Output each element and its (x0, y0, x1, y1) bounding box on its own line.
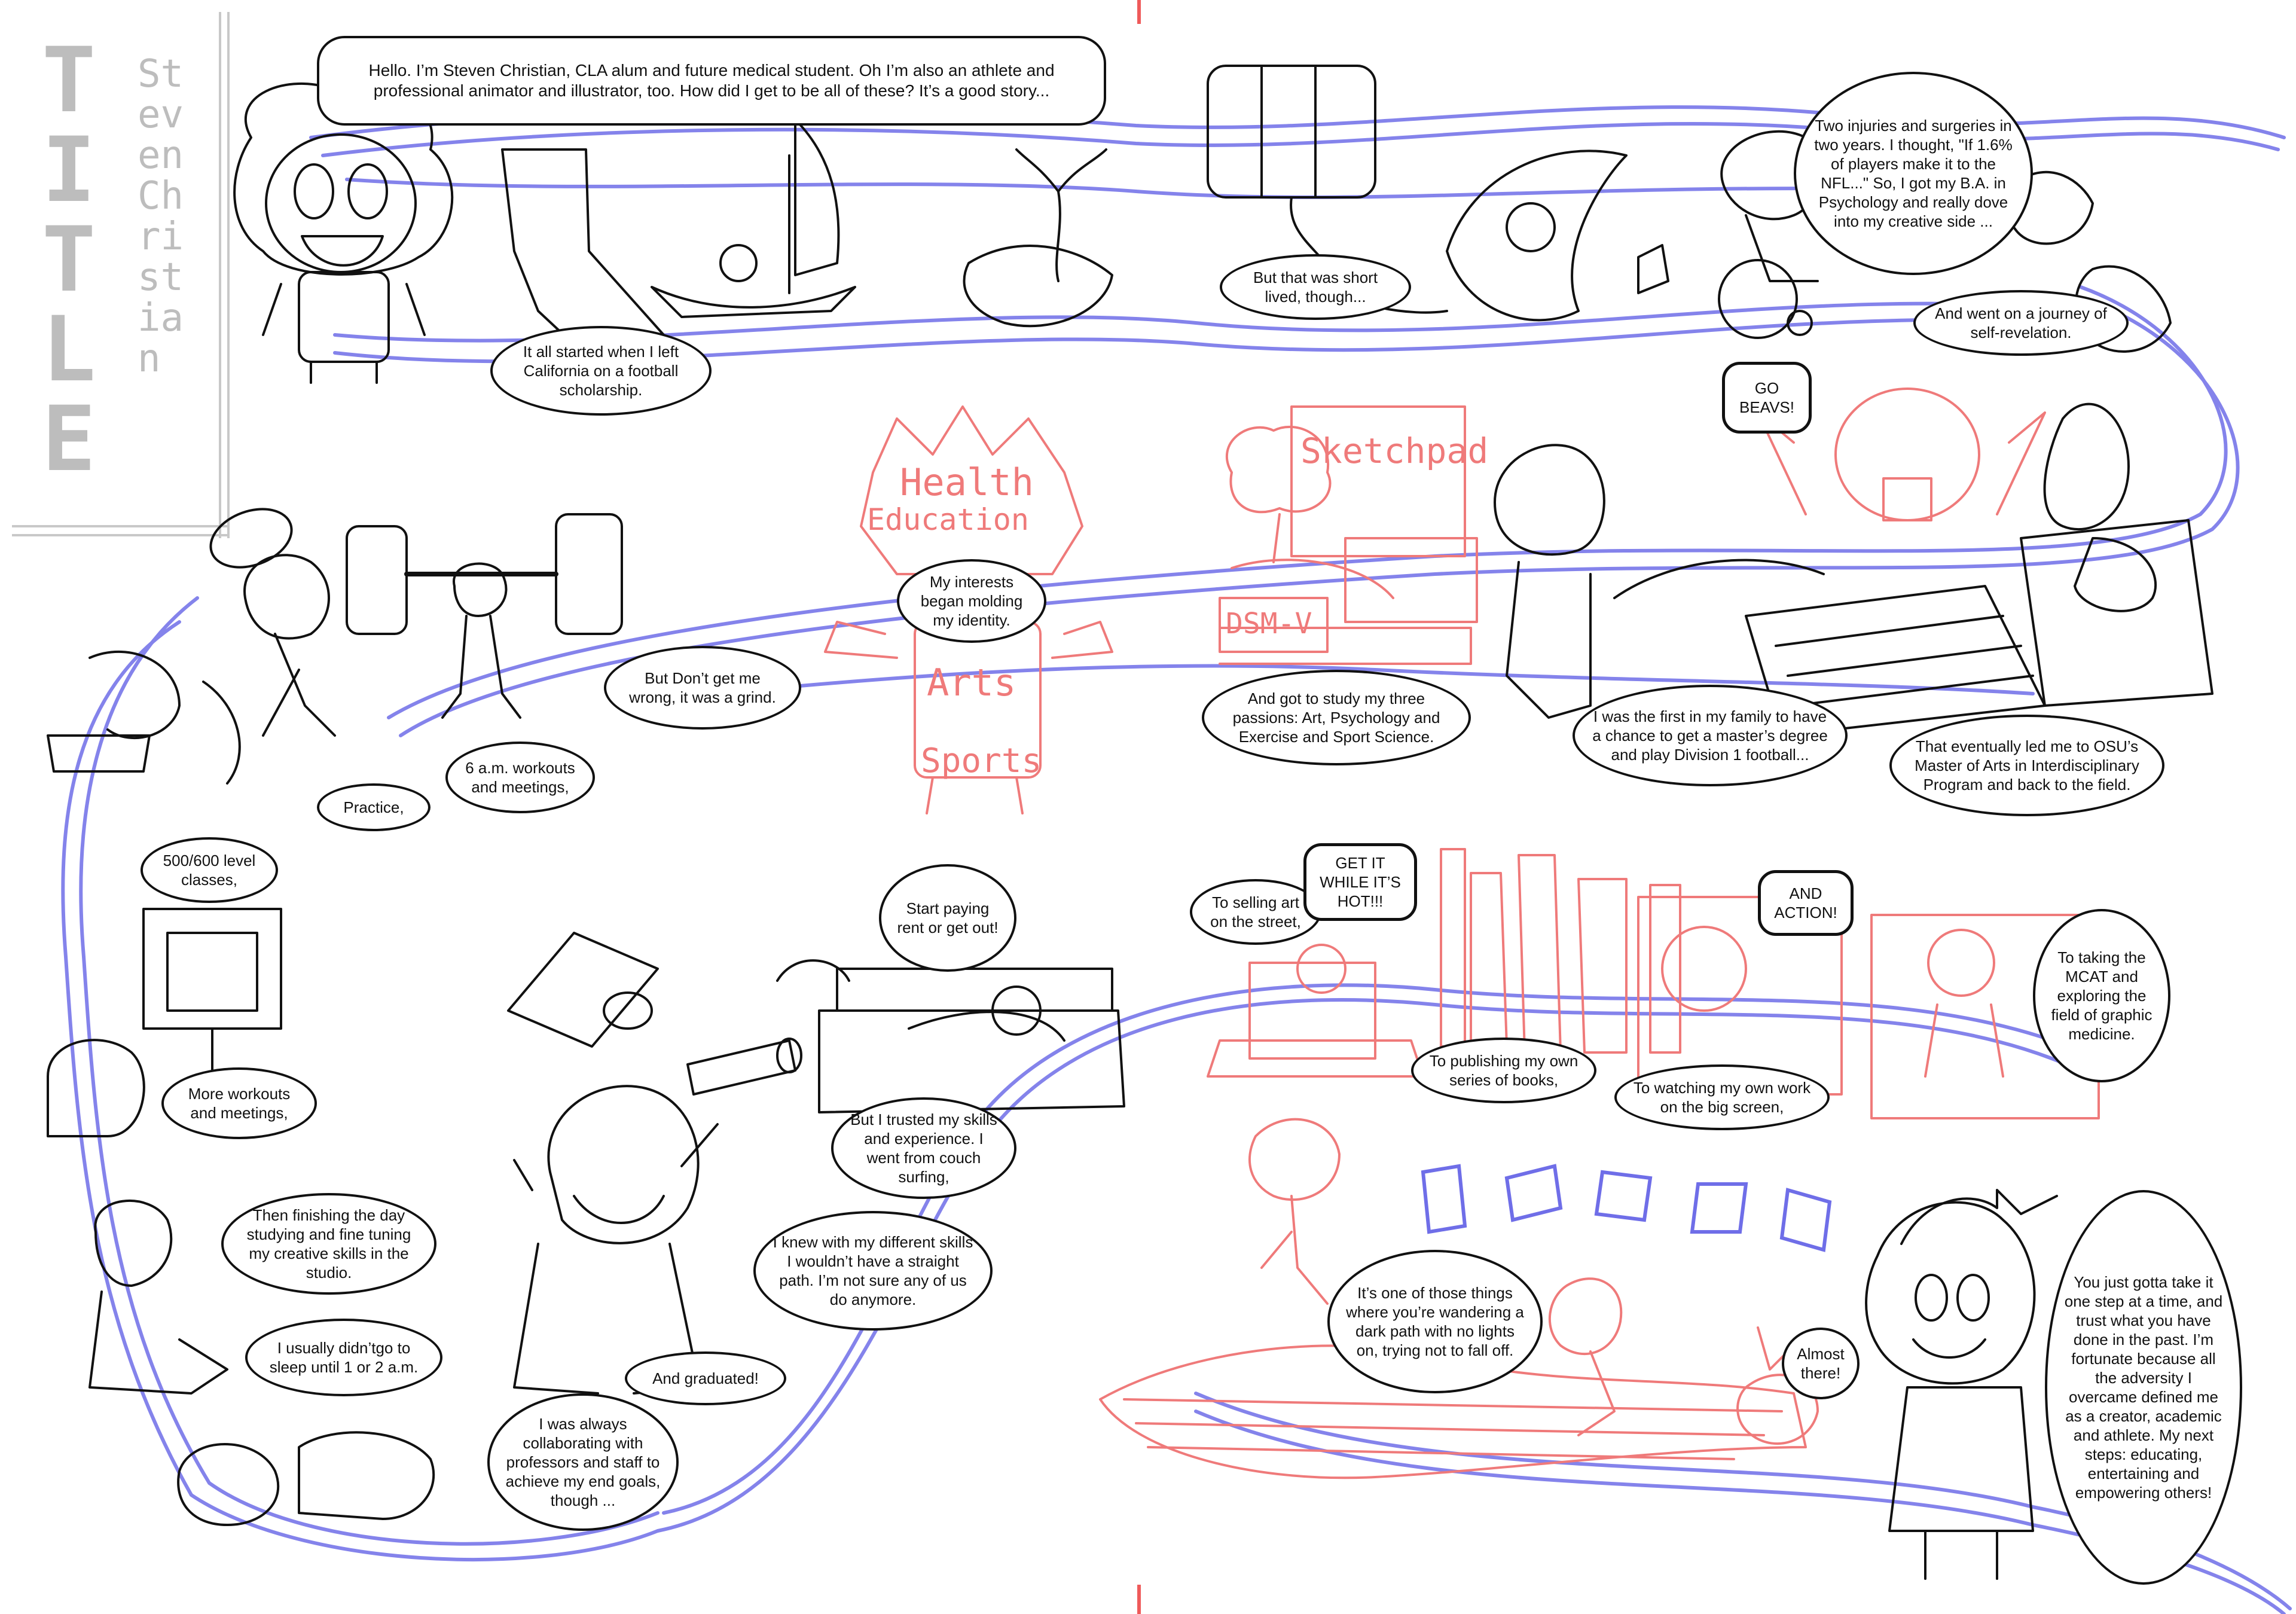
steven-head (265, 133, 417, 273)
wheelchair (1718, 259, 1798, 339)
art-stand (1248, 962, 1376, 1060)
studying-head (94, 1200, 173, 1287)
helmet (243, 554, 330, 640)
title-column-frame (12, 12, 230, 538)
bubble-injuries: Two injuries and surgeries in two years.… (1794, 72, 2033, 275)
bubble-collaborating: I was always collaborating with professo… (487, 1393, 679, 1531)
screen-face (1661, 926, 1747, 1012)
identity-head-spikes (860, 405, 1083, 575)
bubble-different-skills: I knew with my different skills I wouldn… (753, 1211, 993, 1331)
lab-coat (1888, 1386, 2034, 1532)
football (209, 508, 293, 569)
player-helmet (1494, 444, 1605, 556)
bubble-workouts: 6 a.m. workouts and meetings, (445, 742, 595, 813)
bubble-and-action: AND ACTION! (1758, 870, 1854, 936)
book-5 (1649, 884, 1681, 1054)
weight-right (555, 513, 623, 635)
label-arts: Arts (927, 661, 1016, 704)
bubble-trusted: But I trusted my skills and experience. … (831, 1097, 1016, 1199)
bubble-california: It all started when I left California on… (490, 326, 712, 416)
label-sketchpad: Sketchpad (1300, 431, 1489, 471)
steven-hair (233, 82, 454, 276)
couch (818, 1009, 1125, 1113)
weight-left (346, 525, 408, 635)
label-dsm: DSM-V (1226, 607, 1312, 640)
bubble-journey: And went on a journey of self-revelation… (1913, 290, 2129, 356)
injury-scene (1446, 149, 1628, 322)
bubble-publishing: To publishing my own series of books, (1411, 1038, 1596, 1103)
row3-sketches (47, 908, 1125, 1526)
oregon-shape (2020, 519, 2213, 707)
label-health: Health (900, 460, 1034, 504)
book-1 (1440, 848, 1466, 1048)
money-canisters (1207, 65, 1376, 199)
boat-hull (651, 286, 856, 318)
steven-shirt (298, 271, 390, 363)
bubble-practice: Practice, (317, 783, 430, 831)
bubble-get-it-hot: GET IT WHILE IT’S HOT!!! (1303, 843, 1417, 921)
sketchpad (1290, 405, 1466, 557)
label-sports: Sports (921, 742, 1042, 780)
laptop-student (47, 1039, 145, 1137)
grad-cap (507, 932, 659, 1048)
doctor-figure (1865, 1189, 2058, 1580)
bubble-more-workouts: More workouts and meetings, (161, 1067, 317, 1139)
bubble-osu: That eventually led me to OSU’s Master o… (1889, 715, 2164, 816)
title-word: TITLE (42, 29, 96, 492)
book-2 (1470, 872, 1508, 1048)
bubble-intro: Hello. I’m Steven Christian, CLA alum an… (317, 36, 1106, 126)
bubble-grind: But Don’t get me wrong, it was a grind. (604, 646, 801, 730)
beaver-head (1834, 388, 1980, 521)
bubble-big-screen: To watching my own work on the big scree… (1614, 1064, 1830, 1130)
book-4 (1577, 878, 1628, 1054)
label-education: Education (867, 502, 1029, 537)
walker-head (1248, 1118, 1341, 1201)
graduate-head (547, 1085, 700, 1244)
bubble-identity: My interests began molding my identity. (897, 559, 1046, 643)
bubble-graduated: And graduated! (625, 1351, 786, 1405)
sleeping-head (177, 1443, 280, 1526)
row1-sketches (233, 65, 2172, 396)
island (963, 245, 1113, 328)
bubble-dark-path: It’s one of those things where you’re wa… (1327, 1250, 1543, 1393)
broken-path-blocks (1421, 1164, 1832, 1252)
desk (47, 734, 151, 773)
bubble-finishing: Then finishing the day studying and fine… (221, 1193, 436, 1295)
bubble-first-family: I was the first in my family to have a c… (1573, 685, 1848, 786)
bubble-almost-there: Almost there! (1782, 1328, 1860, 1399)
bubble-rent: Start paying rent or get out! (879, 864, 1016, 972)
bubble-go-beavs: GO BEAVS! (1722, 362, 1812, 434)
brain (1226, 425, 1332, 514)
bubble-one-step: You just gotta take it one step at a tim… (2045, 1190, 2242, 1585)
bubble-classes: 500/600 level classes, (141, 837, 278, 903)
bubble-passions: And got to study my three passions: Art,… (1202, 670, 1471, 765)
row2-sketches (47, 402, 2213, 785)
bubble-selling-art: To selling art on the street, (1190, 879, 1321, 945)
author-name: Steven Christian (138, 52, 184, 381)
bubble-short-lived: But that was short lived, though... (1220, 254, 1411, 320)
bubble-mcat: To taking the MCAT and exploring the fie… (2033, 909, 2170, 1082)
book-3 (1518, 854, 1562, 1054)
bubble-sleep: I usually didn’tgo to sleep until 1 or 2… (245, 1319, 442, 1396)
